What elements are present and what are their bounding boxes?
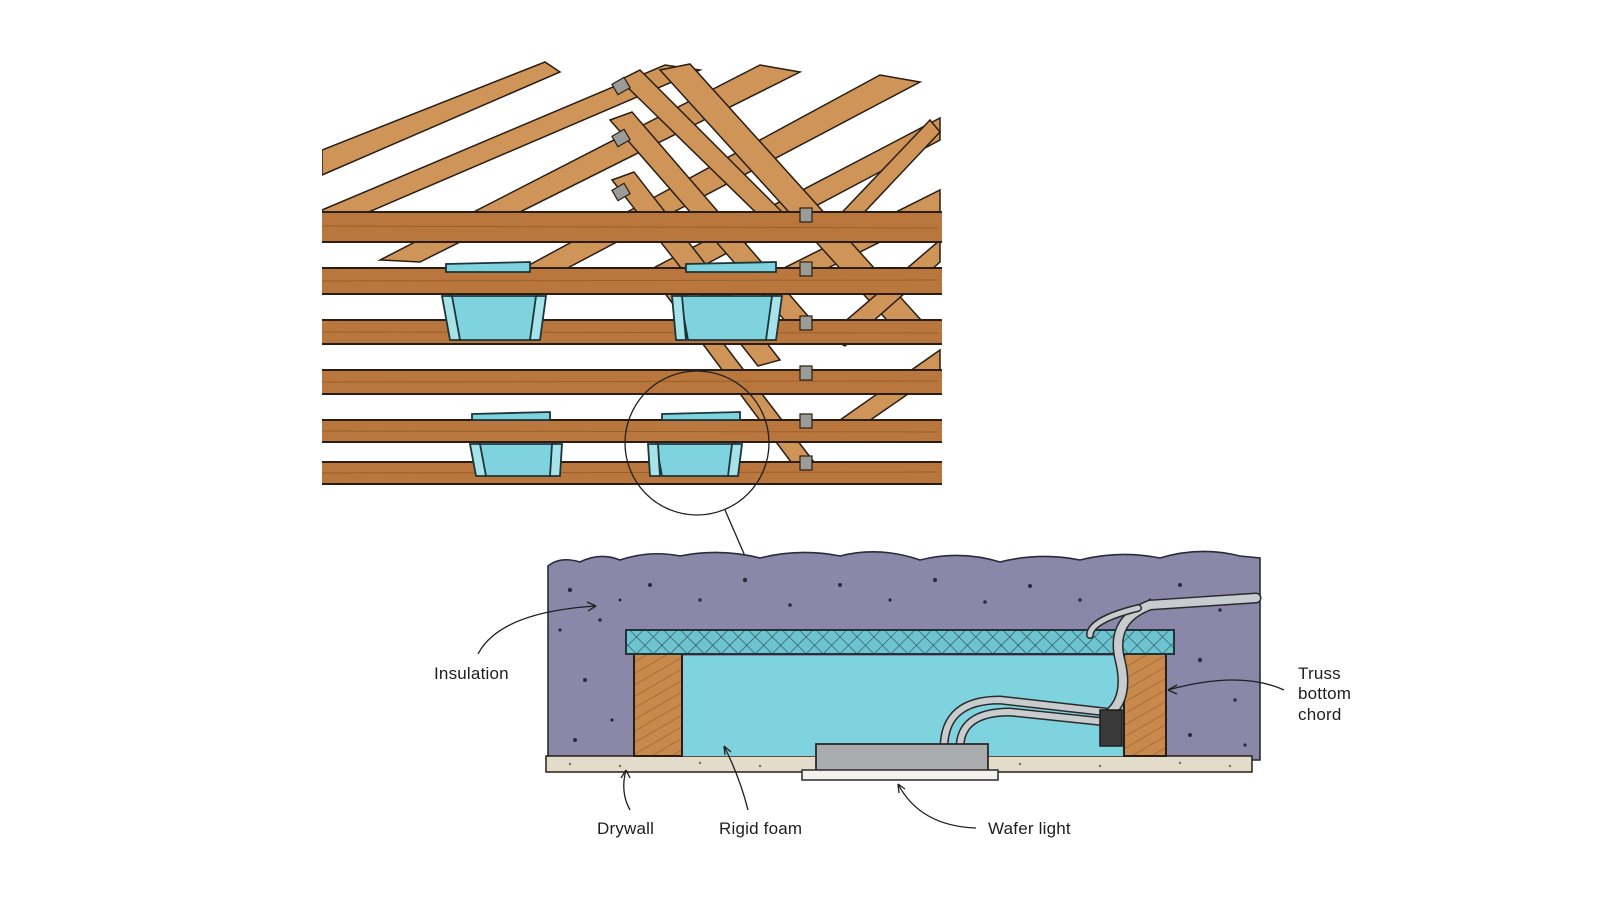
truss-bottom-chord-left (633, 651, 683, 757)
rigid-foam-leader (723, 745, 749, 811)
wafer-light-trim (801, 769, 999, 781)
foam-box-3 (468, 411, 563, 477)
ceiling-cross-section (545, 550, 1262, 781)
label-rigid-foam: Rigid foam (719, 819, 802, 838)
label-truss-line3: chord (1298, 705, 1342, 724)
label-wafer-light: Wafer light (988, 819, 1071, 838)
insulation-leader (477, 605, 597, 655)
label-leaders (477, 601, 1285, 829)
label-truss-line1: Truss (1298, 664, 1341, 683)
truss-framing-illustration (322, 61, 942, 485)
truss-leader (1167, 679, 1285, 691)
foam-light-boxes (440, 261, 784, 477)
rigid-foam-top (625, 629, 1175, 655)
label-drywall: Drywall (597, 819, 654, 838)
wafer-light-leader (897, 783, 977, 829)
label-truss-line2: bottom (1298, 684, 1351, 703)
truss-bottom-chord-right (1123, 651, 1167, 757)
label-insulation: Insulation (434, 664, 509, 683)
insulation-speckles (558, 577, 1247, 747)
foam-box-4 (647, 411, 744, 477)
gusset-plates (611, 76, 813, 471)
foam-box-1 (440, 261, 548, 341)
detail-callout-circle (624, 370, 770, 516)
drywall-leader (623, 769, 631, 811)
foam-box-2 (671, 261, 784, 341)
junction-box (1099, 709, 1123, 747)
light-cable (939, 592, 1262, 753)
wafer-light (815, 743, 989, 773)
